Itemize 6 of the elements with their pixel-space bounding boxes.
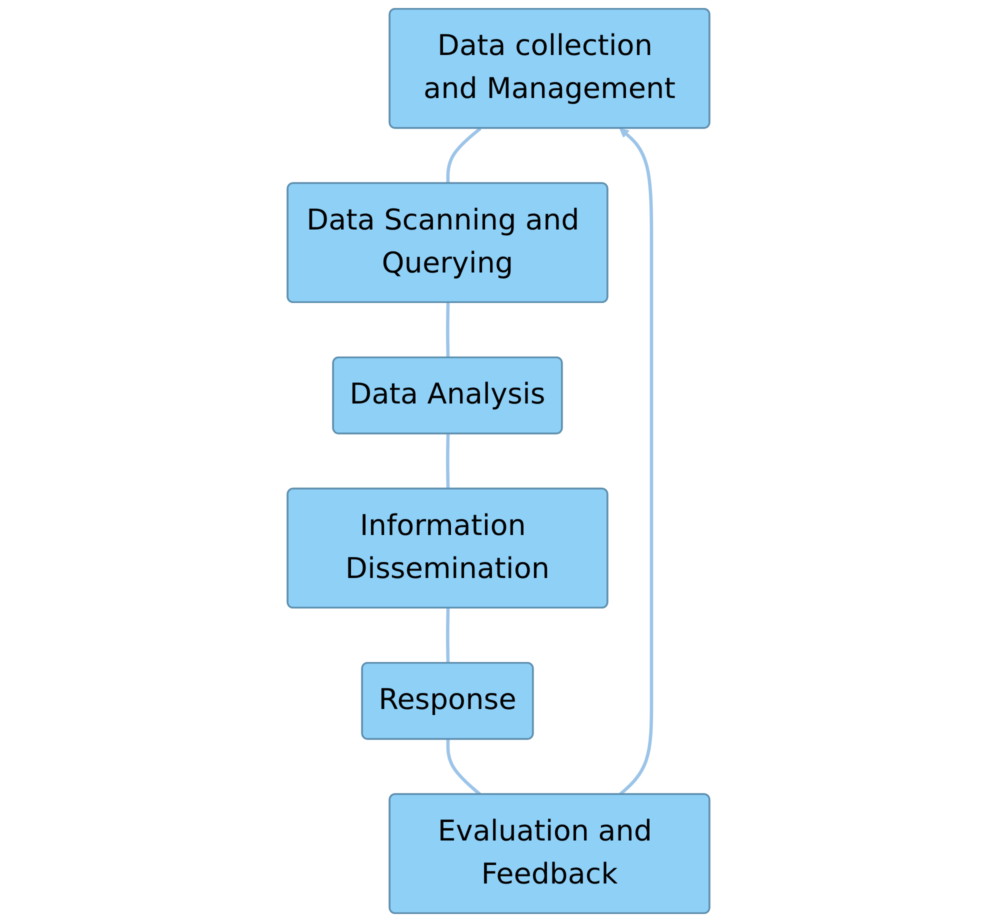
arrow xyxy=(618,128,654,796)
connector xyxy=(446,608,450,664)
connector xyxy=(446,127,482,184)
connector xyxy=(446,434,450,490)
connector xyxy=(446,302,450,358)
connector xyxy=(446,739,482,796)
